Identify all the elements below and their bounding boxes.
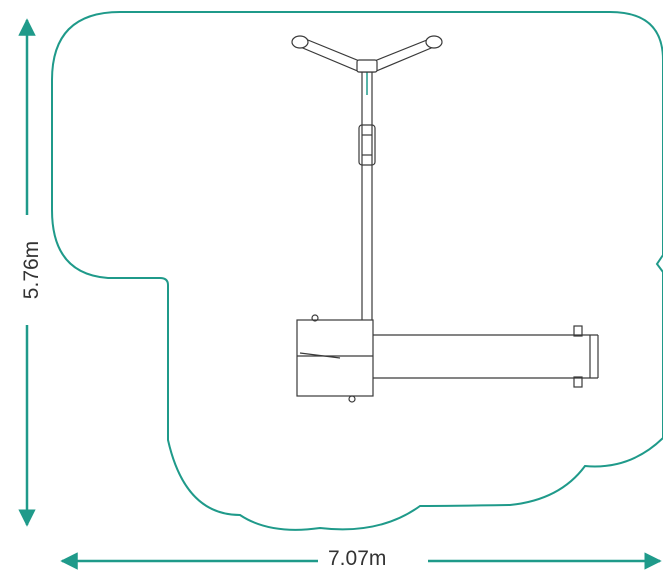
support-mast: [358, 62, 376, 320]
safety-zone-outline: [51, 11, 663, 531]
width-dimension-label: 7.07m: [322, 547, 393, 571]
platform-deck: [296, 314, 374, 403]
y-arm-top: [291, 35, 443, 73]
slide-chute: [373, 325, 599, 388]
height-dimension-label: 5.76m: [20, 234, 45, 306]
